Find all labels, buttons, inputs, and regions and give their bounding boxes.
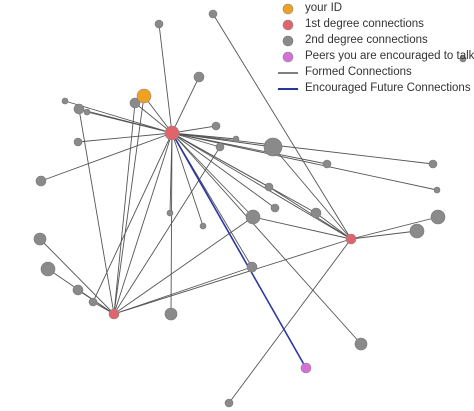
formed-connection-edge <box>143 95 173 134</box>
formed-connection-edge <box>113 266 253 315</box>
second-degree-node[interactable] <box>354 337 368 351</box>
legend-item-your-id[interactable]: your ID <box>278 1 474 17</box>
second-degree-node[interactable] <box>72 284 84 296</box>
formed-connection-edge <box>113 132 173 315</box>
legend-item-encouraged-future[interactable]: Encouraged Future Connections <box>278 81 474 97</box>
formed-connection-edge <box>171 132 362 345</box>
formed-connection-edge <box>86 111 173 134</box>
second-degree-node[interactable] <box>166 209 174 217</box>
second-degree-node[interactable] <box>430 209 446 225</box>
second-degree-node[interactable] <box>199 222 207 230</box>
second-degree-node[interactable] <box>73 137 83 147</box>
second-degree-node[interactable] <box>61 97 69 105</box>
formed-connection-edge <box>171 132 254 218</box>
formed-connection-edge <box>171 132 221 148</box>
formed-connection-edge <box>77 132 173 143</box>
formed-connection-edge <box>171 132 434 165</box>
second-degree-node[interactable] <box>215 142 225 152</box>
your-id-node[interactable] <box>136 88 152 104</box>
formed-connection-edge <box>350 216 439 240</box>
formed-connection-edge <box>113 95 145 315</box>
formed-connection-edge <box>171 132 352 240</box>
formed-connection-edge <box>252 216 352 240</box>
formed-connection-edge <box>113 238 352 315</box>
second-degree-node[interactable] <box>35 175 47 187</box>
legend-second-degree-marker <box>282 35 294 47</box>
formed-connection-edge <box>171 132 276 209</box>
formed-connection-edge <box>171 125 217 134</box>
encouraged-connection-edge <box>171 132 307 369</box>
second-degree-node[interactable] <box>224 398 234 408</box>
second-degree-node[interactable] <box>264 182 274 192</box>
legend-formed-label: Formed Connections <box>305 66 412 78</box>
second-degree-node[interactable] <box>428 159 438 169</box>
second-degree-node[interactable] <box>154 19 164 29</box>
formed-connection-edge <box>113 216 254 315</box>
formed-connection-edge <box>78 108 115 315</box>
legend-first-degree-label: 1st degree connections <box>305 18 424 30</box>
second-degree-node[interactable] <box>270 203 280 213</box>
formed-connection-edge <box>315 212 352 240</box>
formed-connection-edge <box>212 13 352 240</box>
legend-encouraged-peer-label: Peers you are encouraged to talk to <box>305 50 474 62</box>
second-degree-node[interactable] <box>245 209 261 225</box>
formed-connection-edge <box>268 186 352 240</box>
first-degree-node[interactable] <box>164 125 180 141</box>
legend-item-first-degree[interactable]: 1st degree connections <box>278 17 474 33</box>
second-degree-node[interactable] <box>322 159 332 169</box>
second-degree-node[interactable] <box>73 103 85 115</box>
first-degree-node[interactable] <box>345 233 357 245</box>
legend-encouraged-peer-marker <box>282 51 294 63</box>
second-degree-node[interactable] <box>33 232 47 246</box>
encouraged-peer-node[interactable] <box>300 362 312 374</box>
formed-connection-edge <box>113 146 221 315</box>
legend-first-degree-marker <box>282 19 294 31</box>
formed-connection-edge <box>113 102 136 315</box>
legend-item-encouraged-peer[interactable]: Peers you are encouraged to talk to <box>278 49 474 65</box>
second-degree-node[interactable] <box>88 297 98 307</box>
formed-connection-edge <box>272 146 352 240</box>
formed-connection-edge <box>350 230 418 240</box>
formed-connection-edge <box>171 132 204 227</box>
legend-item-formed[interactable]: Formed Connections <box>278 65 474 81</box>
second-degree-node[interactable] <box>83 108 91 116</box>
legend-encouraged-future-label: Encouraged Future Connections <box>305 82 471 94</box>
formed-connection-edge <box>134 102 173 134</box>
second-degree-node[interactable] <box>208 9 218 19</box>
formed-connection-edge <box>92 132 173 303</box>
second-degree-node[interactable] <box>211 121 221 131</box>
second-degree-node[interactable] <box>433 186 441 194</box>
second-degree-node[interactable] <box>409 223 425 239</box>
second-degree-node[interactable] <box>263 137 283 157</box>
second-degree-node[interactable] <box>459 55 467 63</box>
second-degree-node[interactable] <box>40 261 56 277</box>
formed-connection-edge <box>39 238 115 315</box>
legend-item-second-degree[interactable]: 2nd degree connections <box>278 33 474 49</box>
first-degree-node[interactable] <box>108 308 120 320</box>
legend-second-degree-label: 2nd degree connections <box>305 34 428 46</box>
second-degree-node[interactable] <box>232 135 240 143</box>
legend-encouraged-future-line <box>278 88 298 90</box>
legend-your-id-marker <box>282 3 294 15</box>
formed-connection-edge <box>158 23 173 134</box>
legend: your ID 1st degree connections 2nd degre… <box>278 1 474 97</box>
second-degree-node[interactable] <box>310 207 322 219</box>
legend-formed-line <box>278 72 298 74</box>
formed-connection-edge <box>171 76 200 134</box>
formed-connection-edge <box>40 132 173 182</box>
second-degree-node[interactable] <box>193 71 205 83</box>
formed-connection-edge <box>171 132 438 191</box>
formed-connection-edge <box>171 132 317 214</box>
legend-your-id-label: your ID <box>305 2 343 14</box>
second-degree-node[interactable] <box>246 261 258 273</box>
formed-connection-edge <box>228 238 352 404</box>
second-degree-node[interactable] <box>129 97 141 109</box>
nodes-layer <box>33 9 467 408</box>
second-degree-node[interactable] <box>164 307 178 321</box>
